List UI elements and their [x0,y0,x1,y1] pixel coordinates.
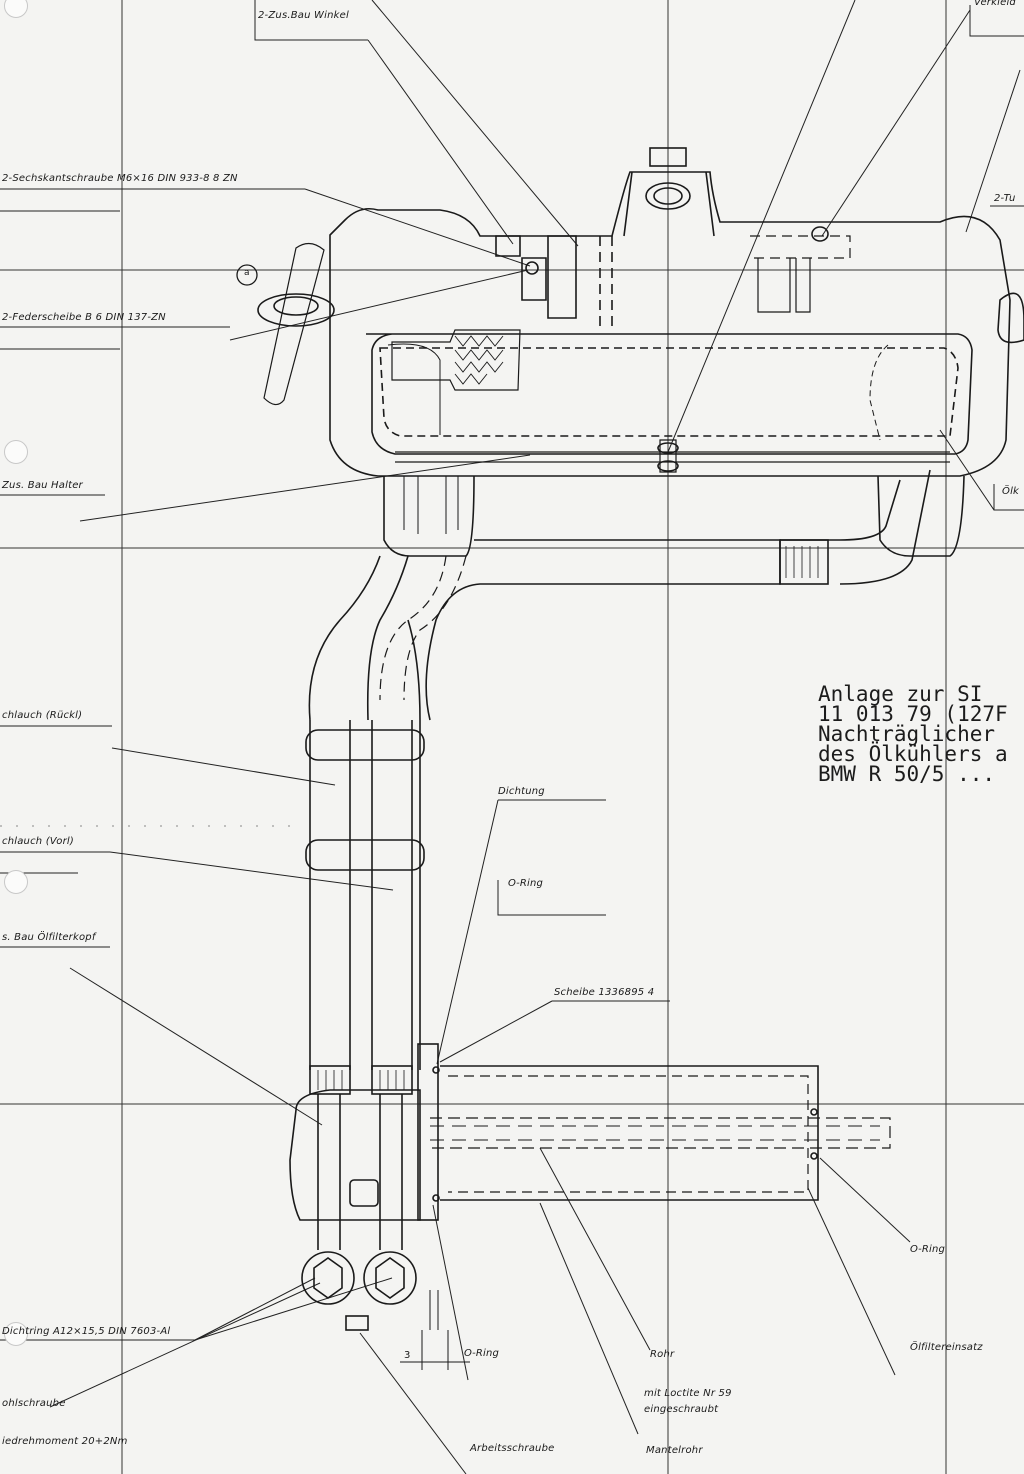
label-anziehdrehmoment: iedrehmoment 20+2Nm [2,1436,128,1447]
note-line: des Ölkühlers a [818,742,1008,766]
leader-lines [49,0,1021,1474]
label-marker-a: a [244,268,250,278]
label-zus-bau-oelfilterkopf: s. Bau Ölfilterkopf [2,932,96,943]
label-o-ring-right: O-Ring [910,1244,946,1255]
note-line: Nachträglicher [818,722,996,746]
label-eingeschraubt: eingeschraubt [644,1404,719,1415]
label-o-ring-upper: O-Ring [508,878,544,889]
label-verkleidung: Verkleid [974,0,1016,8]
label-mit-loctite: mit Loctite Nr 59 [644,1388,732,1399]
label-schlauch-vorl: chlauch (Vorl) [2,836,74,847]
label-dichtung: Dichtung [498,786,545,797]
label-dichtring: Dichtring A12×15,5 DIN 7603-Al [2,1326,171,1337]
binder-hole [4,440,28,464]
label-sechskantschraube: 2-Sechskantschraube M6×16 DIN 933-8 8 ZN [2,173,238,184]
label-mantelrohr: Mantelrohr [646,1445,703,1456]
note-line: Anlage zur SI [818,682,983,706]
label-zus-bau-halter: Zus. Bau Halter [2,480,83,491]
note-line: BMW R 50/5 ... [818,762,996,786]
label-tu: 2-Tu [994,193,1016,204]
label-dim-3: 3 [404,1350,411,1361]
hoses [305,469,931,1095]
label-hohlschraube: ohlschraube [2,1398,66,1409]
label-oelk: Ölk [1002,486,1020,497]
label-o-ring-bottom: O-Ring [464,1348,500,1359]
label-rohr: Rohr [650,1349,675,1360]
label-federscheibe: 2-Federscheibe B 6 DIN 137-ZN [2,312,166,323]
label-schlauch-rueckl: chlauch (Rückl) [2,710,83,721]
label-zus-bau-winkel: 2-Zus.Bau Winkel [258,10,349,21]
label-oelfiltereinsatz: Ölfiltereinsatz [910,1342,983,1353]
oil-filter-head [289,1043,891,1370]
service-info-note: Anlage zur SI 11 013 79 (127F Nachträgli… [818,682,1008,786]
marker-circle-a [236,264,258,286]
binder-hole [4,1322,28,1346]
binder-hole [4,0,28,18]
label-arbeitsschraube: Arbeitsschraube [470,1443,555,1454]
binder-hole [4,870,28,894]
oil-cooler-assembly [257,147,1024,557]
note-line: 11 013 79 (127F [818,702,1008,726]
label-scheibe: Scheibe 1336895 4 [554,987,655,998]
label-rules [0,0,1024,1341]
